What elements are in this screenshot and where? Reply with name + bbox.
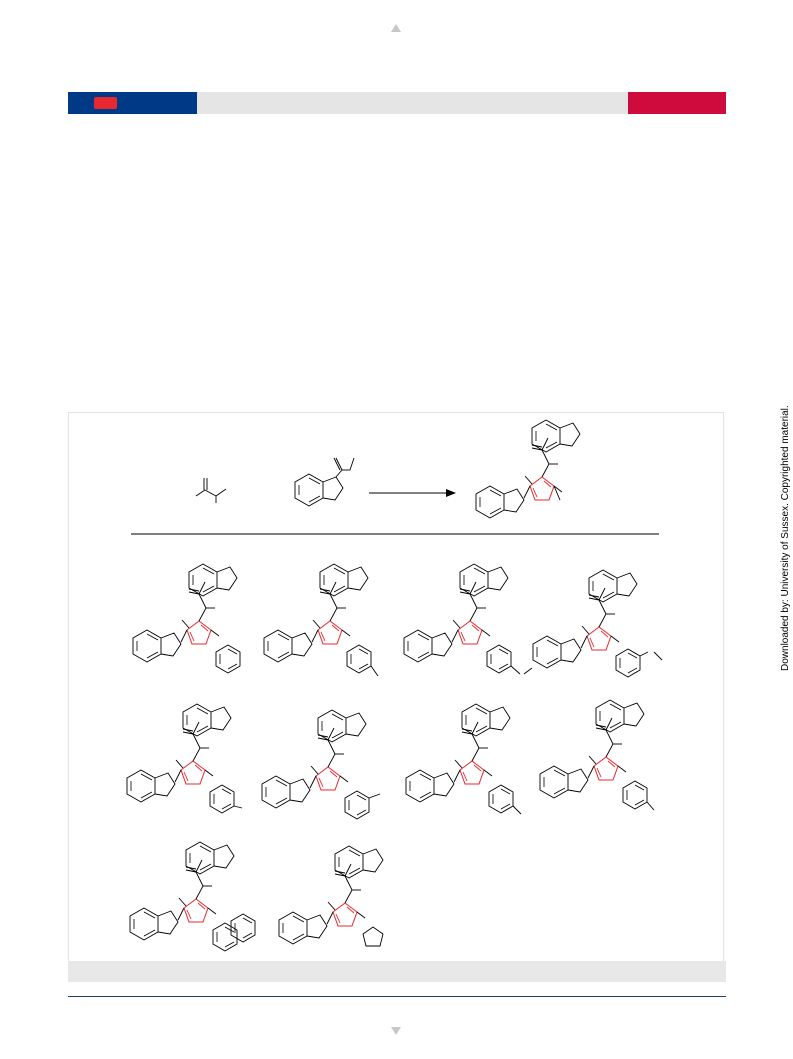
reactant-2-structure bbox=[294, 457, 355, 507]
reactant-1-structure bbox=[195, 478, 227, 503]
figure-caption-strip bbox=[68, 961, 726, 982]
journal-badge bbox=[94, 97, 117, 109]
footer-rule bbox=[68, 996, 726, 997]
product-entry-10 bbox=[279, 846, 384, 947]
journal-header-bar bbox=[68, 92, 726, 114]
product-structure bbox=[476, 420, 580, 518]
download-notice: Downloaded by: University of Sussex. Cop… bbox=[780, 405, 791, 671]
product-entry-5 bbox=[127, 704, 243, 814]
product-entry-7 bbox=[406, 704, 522, 815]
product-entry-8 bbox=[540, 700, 655, 811]
product-entry-2 bbox=[264, 564, 379, 677]
product-entry-3 bbox=[404, 564, 533, 675]
scroll-up-arrow-icon[interactable] bbox=[391, 24, 401, 32]
product-entry-9 bbox=[130, 842, 256, 952]
product-entry-1 bbox=[133, 564, 241, 674]
product-entry-6 bbox=[262, 710, 381, 820]
product-entry-4 bbox=[533, 570, 663, 678]
journal-header-accent bbox=[628, 92, 726, 114]
scroll-down-arrow-icon[interactable] bbox=[391, 1027, 401, 1035]
